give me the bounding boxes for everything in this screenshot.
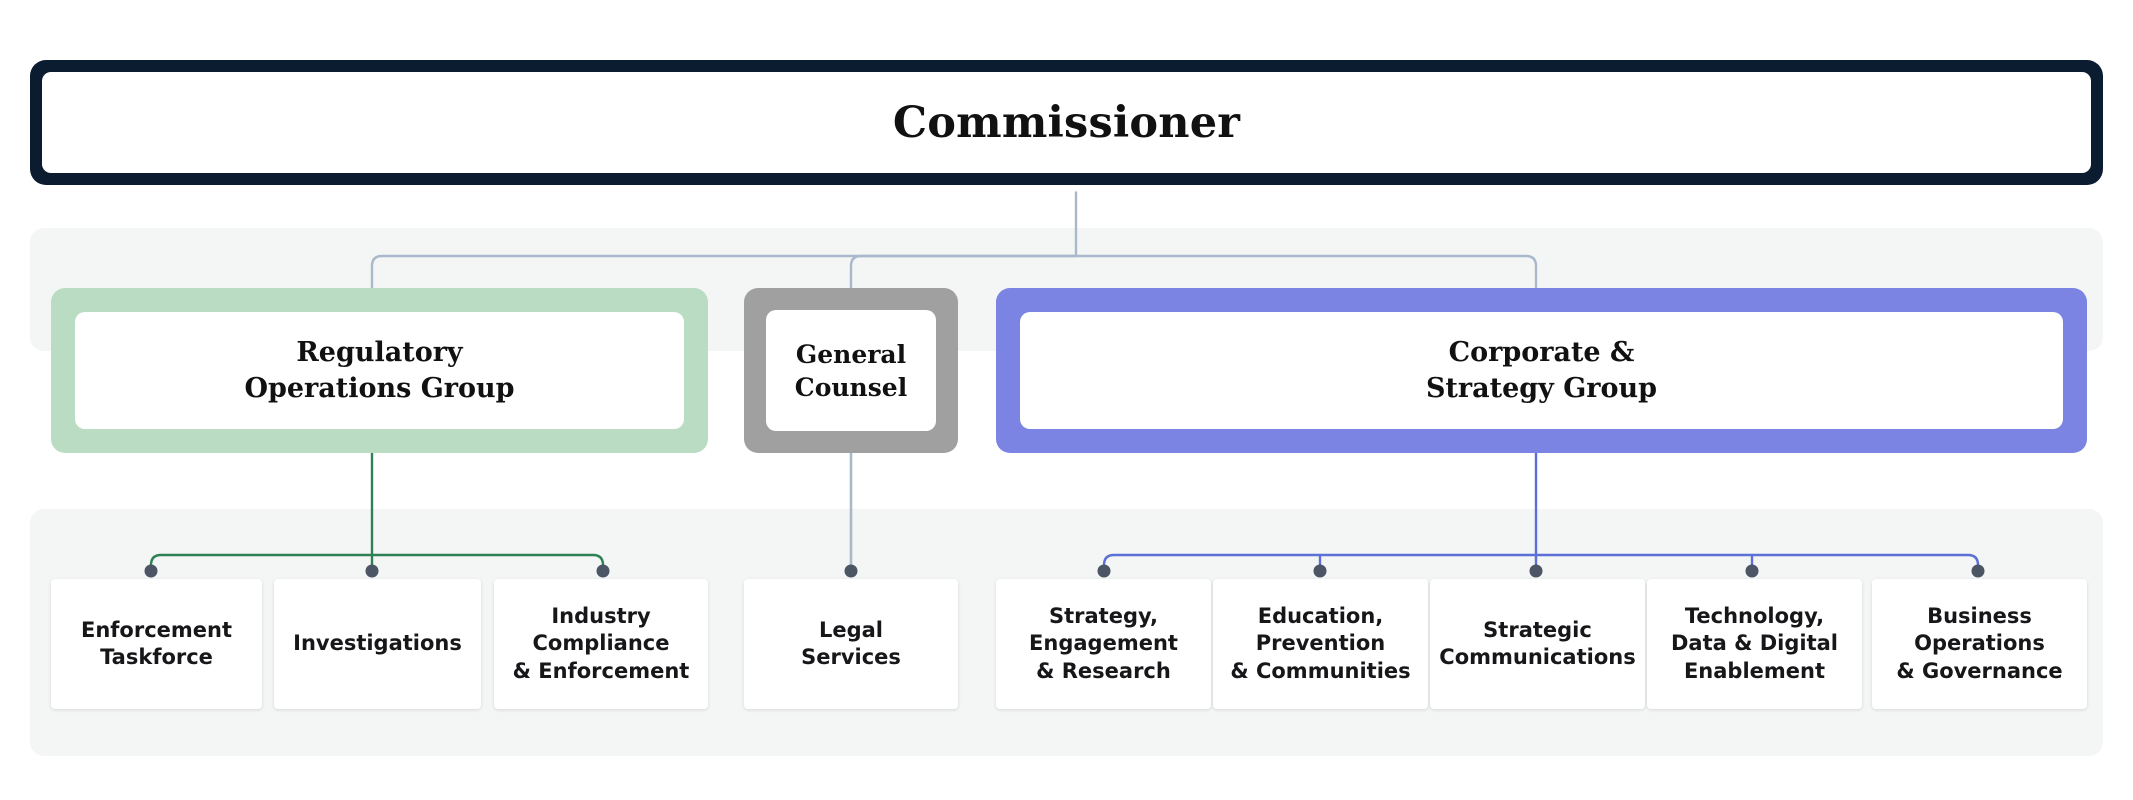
node-business-operations-governance-label: Business Operations & Governance (1896, 603, 2062, 685)
leaf-line-1: Enforcement (80, 617, 233, 642)
node-regulatory-operations-group-label: Regulatory Operations Group (244, 335, 514, 406)
node-industry-compliance-enforcement[interactable]: Industry Compliance & Enforcement (494, 579, 708, 709)
node-general-counsel-label: General Counsel (795, 338, 907, 404)
leaf-line-2: Taskforce (100, 645, 213, 669)
group-label-line-2: Strategy Group (1425, 372, 1658, 404)
node-corporate-strategy-group[interactable]: Corporate & Strategy Group (996, 288, 2087, 453)
node-legal-services-label: Legal Services (801, 617, 901, 672)
leaf-line-1: Education, (1257, 604, 1384, 629)
leaf-line-3: Enablement (1683, 658, 1826, 683)
leaf-line-2: Services (801, 645, 901, 669)
leaf-line-1: Strategic (1483, 617, 1592, 642)
leaf-line-1: Strategy, (1048, 604, 1159, 629)
node-education-prevention-communities[interactable]: Education, Prevention & Communities (1213, 579, 1428, 709)
group-label-line-2: Operations Group (244, 372, 515, 404)
node-commissioner[interactable]: Commissioner (30, 60, 2103, 185)
node-corporate-strategy-group-inner: Corporate & Strategy Group (1020, 312, 2063, 429)
leaf-line-3: & Governance (1896, 658, 2063, 683)
node-commissioner-label: Commissioner (892, 97, 1241, 148)
node-commissioner-inner: Commissioner (42, 72, 2091, 173)
group-label-line-1: Corporate & (1448, 336, 1635, 368)
leaf-line-2: Compliance (532, 631, 670, 656)
node-education-prevention-communities-label: Education, Prevention & Communities (1230, 603, 1410, 685)
leaf-line-2: Operations (1914, 631, 2045, 656)
node-general-counsel[interactable]: General Counsel (744, 288, 958, 453)
node-industry-compliance-enforcement-label: Industry Compliance & Enforcement (513, 603, 690, 685)
leaf-line-1: Business (1927, 604, 2032, 629)
node-enforcement-taskforce[interactable]: Enforcement Taskforce (51, 579, 262, 709)
group-label-line-2: Counsel (794, 372, 908, 402)
group-label-line-1: General (795, 339, 907, 369)
leaf-line-3: & Enforcement (512, 658, 690, 683)
node-strategic-communications[interactable]: Strategic Communications (1430, 579, 1645, 709)
leaf-line-2: Data & Digital (1670, 631, 1838, 656)
node-technology-data-digital-enablement-label: Technology, Data & Digital Enablement (1671, 603, 1838, 685)
leaf-line-1: Legal (818, 617, 884, 642)
leaf-line-1: Technology, (1684, 604, 1825, 629)
leaf-line-2: Engagement (1029, 631, 1178, 656)
leaf-line-2: Communications (1439, 645, 1636, 669)
node-legal-services[interactable]: Legal Services (744, 579, 958, 709)
node-corporate-strategy-group-label: Corporate & Strategy Group (1426, 335, 1657, 406)
group-label-line-1: Regulatory (296, 336, 463, 368)
leaf-line-2: Prevention (1255, 631, 1386, 656)
node-investigations[interactable]: Investigations (274, 579, 481, 709)
node-strategy-engagement-research[interactable]: Strategy, Engagement & Research (996, 579, 1211, 709)
node-business-operations-governance[interactable]: Business Operations & Governance (1872, 579, 2087, 709)
node-general-counsel-inner: General Counsel (766, 310, 936, 431)
leaf-line-1: Industry (551, 604, 651, 629)
node-technology-data-digital-enablement[interactable]: Technology, Data & Digital Enablement (1647, 579, 1862, 709)
leaf-line-3: & Communities (1230, 658, 1411, 683)
node-investigations-label: Investigations (293, 630, 462, 657)
node-enforcement-taskforce-label: Enforcement Taskforce (81, 617, 232, 672)
leaf-line-1: Investigations (293, 631, 462, 656)
node-regulatory-operations-group[interactable]: Regulatory Operations Group (51, 288, 708, 453)
node-regulatory-operations-group-inner: Regulatory Operations Group (75, 312, 684, 429)
node-strategy-engagement-research-label: Strategy, Engagement & Research (1029, 603, 1178, 685)
leaf-line-3: & Research (1036, 658, 1171, 683)
node-strategic-communications-label: Strategic Communications (1439, 617, 1635, 672)
